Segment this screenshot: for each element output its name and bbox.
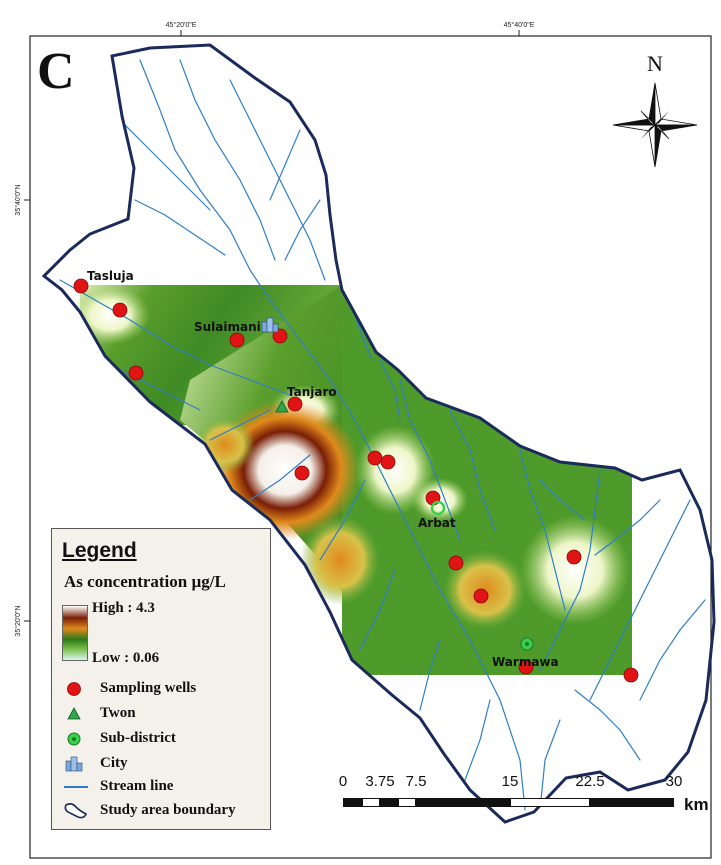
scale-segment	[510, 798, 590, 807]
legend-item-sub-district: Sub-district	[64, 729, 269, 749]
scale-tick: 0	[338, 773, 348, 790]
north-arrow	[612, 82, 698, 168]
green-ring-icon	[67, 732, 81, 746]
sampling-well	[566, 549, 582, 565]
legend-high-value: High : 4.3	[92, 600, 155, 616]
graticule-ticks	[24, 30, 520, 622]
sampling-well	[380, 454, 396, 470]
legend-item-town: Twon	[64, 704, 269, 724]
city-icon	[65, 756, 83, 772]
graticule-left-2: 35°20'0"N	[14, 605, 22, 636]
scale-tick: 3.75	[365, 773, 395, 790]
legend-item-sampling-wells: Sampling wells	[64, 679, 269, 699]
study-area-boundary	[41, 43, 716, 824]
green-triangle-icon	[67, 707, 81, 720]
legend-low-value: Low : 0.06	[92, 650, 160, 666]
sampling-well	[112, 302, 128, 318]
sampling-well	[623, 667, 639, 683]
scale-bar: 0 3.75 7.5 15 22.5 30 km	[338, 773, 710, 843]
label-tasluja: Tasluja	[87, 269, 134, 283]
label-warmawa: Warmawa	[492, 655, 559, 669]
legend-item-stream-line: Stream line	[64, 777, 269, 797]
scale-tick: 15	[501, 773, 519, 790]
scale-segment	[380, 798, 398, 807]
label-sulaimani: Sulaimani	[194, 320, 261, 334]
scale-tick: 22.5	[575, 773, 605, 790]
sampling-well	[448, 555, 464, 571]
sampling-well	[473, 588, 489, 604]
scale-segment	[343, 798, 362, 807]
scale-unit: km	[684, 795, 709, 814]
scale-tick: 7.5	[405, 773, 427, 790]
sampling-well	[73, 278, 89, 294]
legend-item-study-area-boundary: Study area boundary	[64, 801, 269, 821]
sampling-well	[272, 328, 288, 344]
town-triangle-icon	[275, 400, 289, 413]
label-arbat: Arbat	[418, 516, 456, 530]
city-icon	[261, 317, 279, 333]
concentration-color-ramp	[62, 605, 88, 661]
sampling-wells	[73, 278, 639, 683]
sampling-well	[229, 332, 245, 348]
north-label: N	[647, 51, 663, 76]
sampling-well	[287, 396, 303, 412]
scale-tick: 30	[665, 773, 683, 790]
scale-segment	[416, 798, 510, 807]
sampling-well	[128, 365, 144, 381]
scale-segment	[362, 798, 380, 807]
sampling-well	[518, 659, 534, 675]
scale-segment	[590, 798, 674, 807]
sampling-well	[294, 465, 310, 481]
graticule-top-1: 45°20'0"E	[166, 21, 197, 29]
blue-line-icon	[64, 786, 88, 788]
legend-title: Legend	[62, 539, 137, 562]
sampling-well	[367, 450, 383, 466]
legend-panel: Legend As concentration µg/L High : 4.3 …	[51, 528, 271, 830]
graticule-top-2: 45°40'0"E	[504, 21, 535, 29]
label-tanjaro: Tanjaro	[287, 385, 337, 399]
graticule-left-1: 35°40'0"N	[14, 184, 22, 215]
boundary-outline-icon	[64, 803, 88, 819]
scale-segment	[398, 798, 416, 807]
panel-label: C	[37, 43, 75, 100]
subdistrict-ring-icon	[430, 500, 446, 516]
legend-item-city: City	[64, 754, 269, 774]
red-circle-icon	[67, 682, 81, 696]
legend-subtitle: As concentration µg/L	[64, 572, 226, 591]
